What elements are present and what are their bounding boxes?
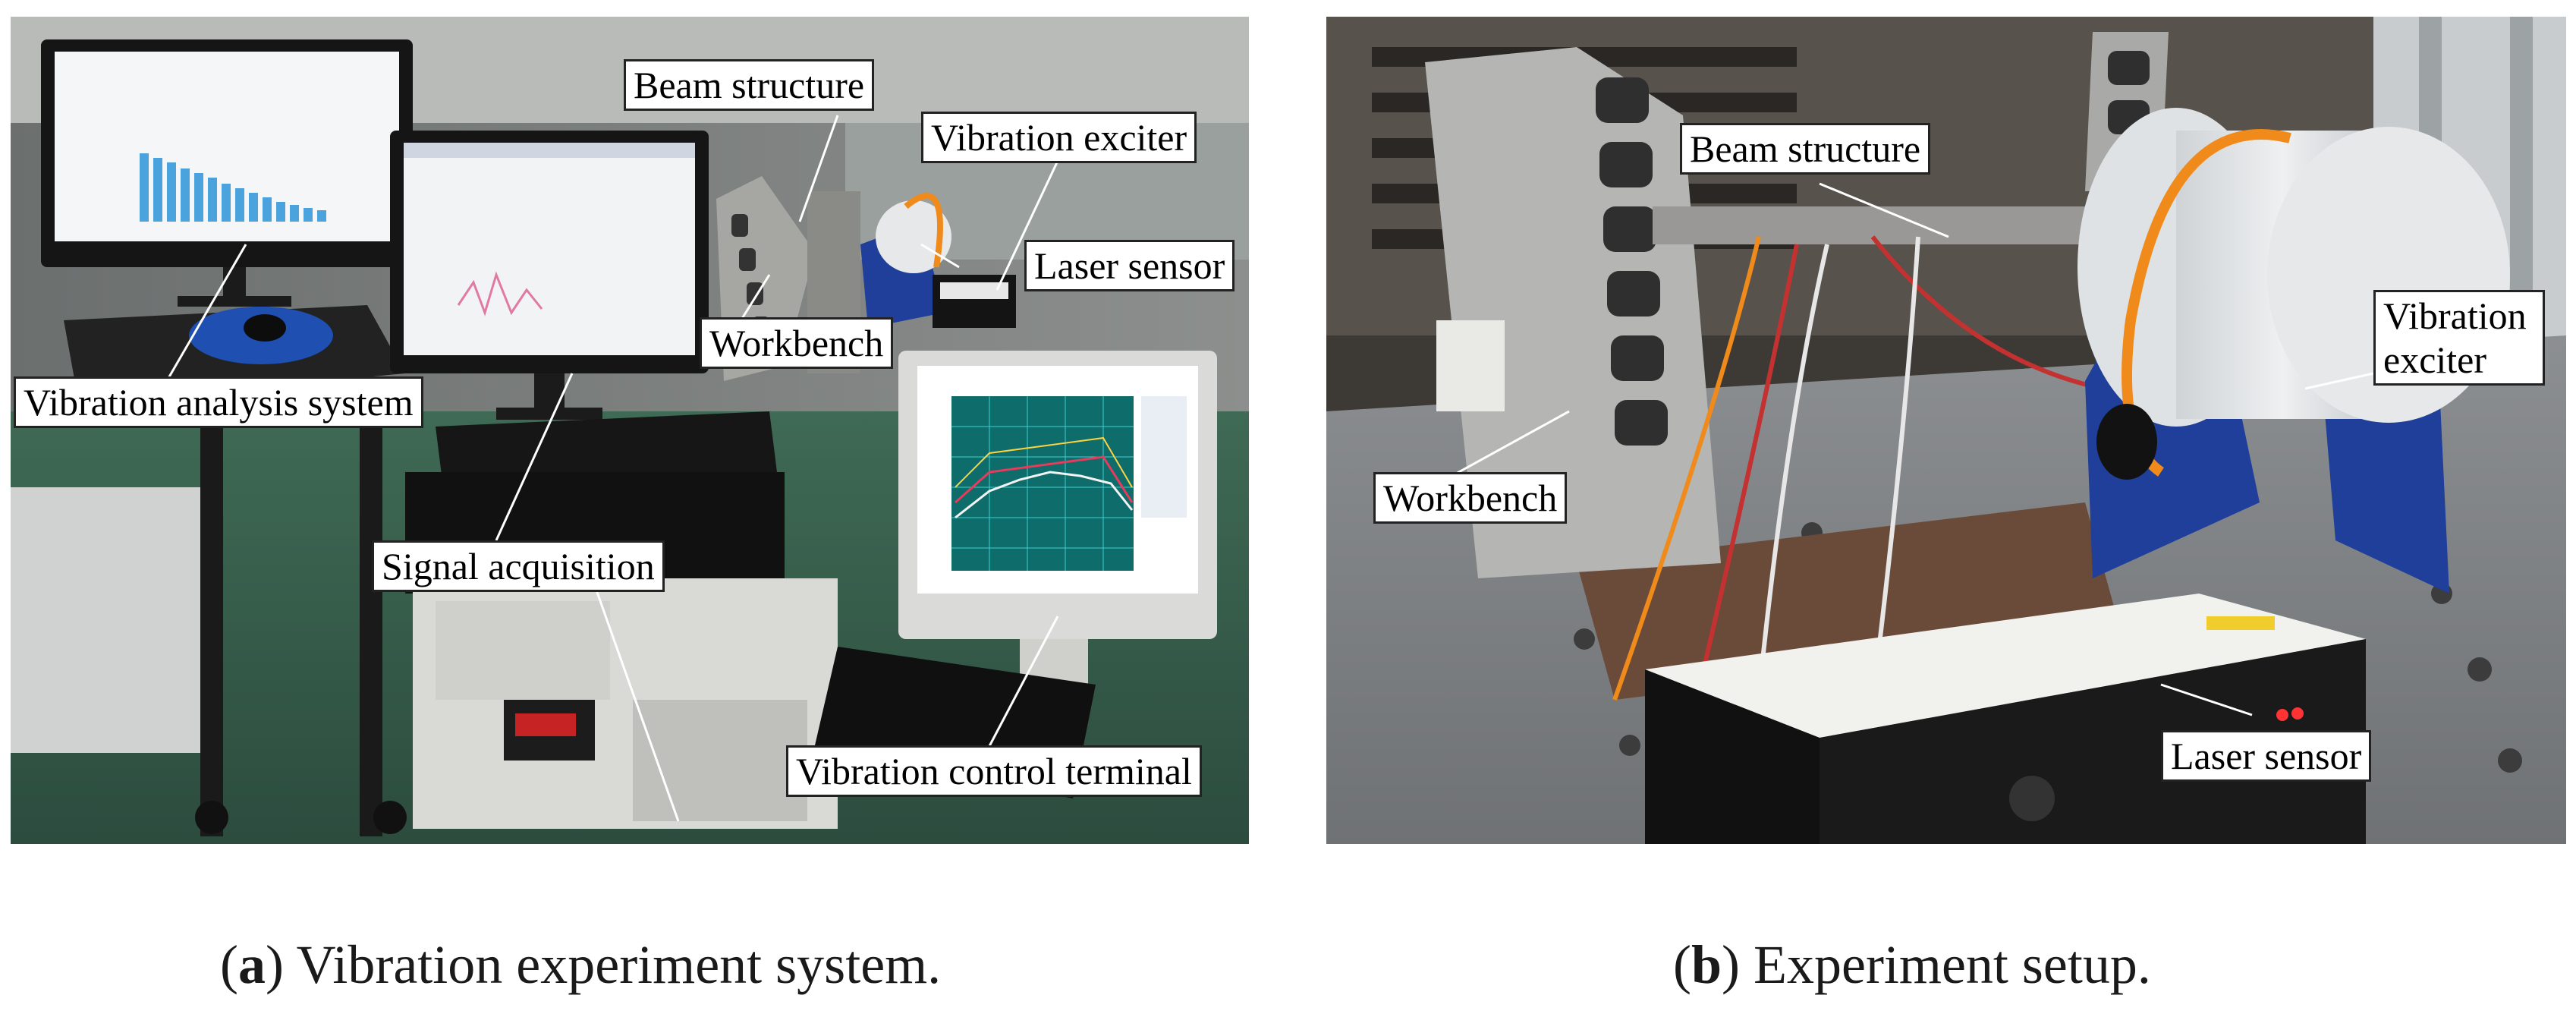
control-terminal-monitor: [898, 351, 1217, 685]
acquisition-monitor: [390, 131, 709, 420]
label-signal-acquisition: Signal acquisition: [372, 540, 665, 592]
caption-a-text: Vibration experiment system.: [296, 934, 942, 995]
label-laser-sensor-a: Laser sensor: [1024, 240, 1235, 291]
label-workbench-a: Workbench: [700, 317, 894, 369]
photo-experiment-setup: Beam structure Vibration exciter Workben…: [1326, 17, 2566, 844]
label-workbench-b: Workbench: [1373, 472, 1568, 524]
photo-vibration-experiment-system: Beam structure Vibration exciter Laser s…: [11, 17, 1249, 844]
label-laser-sensor-b: Laser sensor: [2161, 730, 2372, 782]
laser-sensor-b: [1645, 594, 2366, 844]
vibration-exciter-a: [860, 193, 951, 328]
analysis-monitor: [41, 39, 413, 307]
label-vibration-analysis-system: Vibration analysis system: [14, 376, 423, 428]
label-beam-structure-b: Beam structure: [1680, 123, 1931, 175]
caption-b-letter: b: [1691, 934, 1722, 995]
label-beam-structure-a: Beam structure: [624, 59, 875, 111]
label-vibration-exciter-b: Vibration exciter: [2373, 290, 2545, 386]
caption-a: (a) Vibration experiment system.: [220, 934, 942, 995]
label-vibration-exciter-a: Vibration exciter: [921, 112, 1197, 163]
caption-b-text: Experiment setup.: [1754, 934, 2151, 995]
photo-b-scene: [1326, 17, 2566, 844]
label-vibration-control-terminal: Vibration control terminal: [786, 745, 1202, 797]
caption-a-letter: a: [237, 934, 266, 995]
caption-b: (b) Experiment setup.: [1673, 934, 2151, 995]
